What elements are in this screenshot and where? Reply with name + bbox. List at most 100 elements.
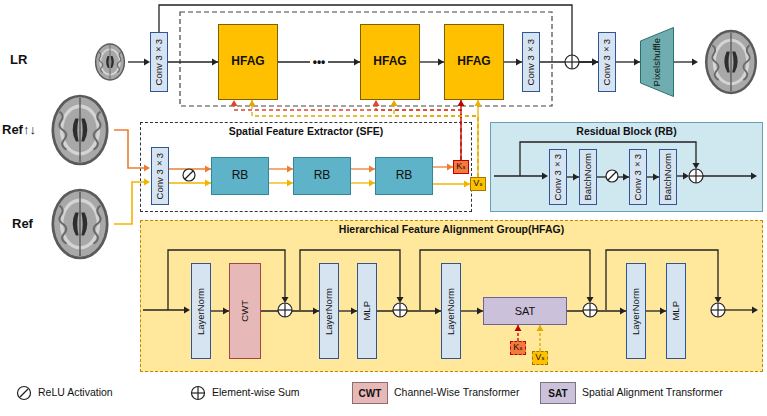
conv-block: Conv 3×3 xyxy=(522,32,540,92)
block-label: Conv 3×3 xyxy=(633,154,643,200)
swatch-label: SAT xyxy=(548,388,567,399)
block-label: BatchNorm xyxy=(663,153,673,201)
connector-line xyxy=(460,100,461,160)
block-label: Kₛ xyxy=(456,162,465,172)
block-label: Conv 3×3 xyxy=(154,39,164,85)
legend-swatch: SAT xyxy=(540,382,576,404)
connector-line xyxy=(234,100,461,160)
connector-line xyxy=(377,310,441,311)
hfag-panel: Hierarchical Feature Alignment Group(HFA… xyxy=(140,220,763,372)
arrowhead xyxy=(634,59,640,66)
block-label: HFAG xyxy=(373,55,406,68)
group-title: Hierarchical Feature Alignment Group(HFA… xyxy=(141,221,762,235)
residual-block: RB xyxy=(211,157,269,195)
legend-text: Channel-Wise Transformer xyxy=(394,387,519,399)
arrowhead xyxy=(351,308,357,315)
residual-block: RB xyxy=(293,157,351,195)
connector xyxy=(168,59,218,66)
sum-symbol xyxy=(393,303,407,317)
conv-block: Conv 3×3 xyxy=(150,32,168,92)
connector xyxy=(433,164,453,171)
edge-label: ••• xyxy=(310,56,329,68)
block-label: HFAG xyxy=(231,55,264,68)
connector xyxy=(433,181,470,188)
arrowhead xyxy=(592,59,598,66)
arrowhead xyxy=(223,308,229,315)
legend-text: Element-wise Sum xyxy=(212,387,300,399)
cwt-block: CWT xyxy=(229,263,261,359)
connector xyxy=(515,325,522,341)
wire-lines xyxy=(128,62,752,310)
arrowhead xyxy=(205,166,211,173)
wire-arrowhead xyxy=(144,165,150,172)
arrowhead xyxy=(391,100,398,106)
arrowhead xyxy=(475,100,482,106)
sr-brain-image xyxy=(705,30,757,94)
connector xyxy=(373,100,462,160)
ref-down-up-wire xyxy=(114,130,144,168)
arrowhead xyxy=(287,180,293,187)
hfag-block: HFAG xyxy=(360,24,420,100)
lr-brain-image xyxy=(95,43,125,80)
connector xyxy=(391,100,479,177)
ref-wire xyxy=(114,182,144,224)
block-label: Vₛ xyxy=(473,179,482,189)
connector xyxy=(567,174,579,181)
connector xyxy=(475,100,482,177)
block-label: RB xyxy=(396,169,413,182)
value-feature: Vₛ xyxy=(470,177,486,191)
legend-item: SATSpatial Alignment Transformer xyxy=(540,382,723,404)
input-label: Ref xyxy=(12,216,33,231)
connector xyxy=(616,59,640,66)
connector xyxy=(420,59,444,66)
legend-text: ReLU Activation xyxy=(38,387,113,399)
connector xyxy=(269,166,293,187)
arrowhead xyxy=(447,164,453,171)
pixelshuffle-block: Pixelshuffle xyxy=(640,27,674,97)
layernorm-block: LayerNorm xyxy=(319,263,339,359)
relu-symbol xyxy=(606,170,618,182)
connector xyxy=(504,59,522,66)
mlp-block: MLP xyxy=(357,263,377,359)
arrowhead xyxy=(249,100,256,106)
arrowhead xyxy=(373,100,380,106)
layernorm-block: LayerNorm xyxy=(191,263,211,359)
layernorm-block: LayerNorm xyxy=(441,263,461,359)
key-feature: Kₛ xyxy=(510,341,526,355)
conv-block: Conv 3×3 xyxy=(598,32,616,92)
block-label: Conv 3×3 xyxy=(155,153,165,199)
arrowhead xyxy=(313,308,319,315)
wire-arrowheads xyxy=(144,59,758,314)
connector-line xyxy=(169,182,211,183)
key-feature: Kₛ xyxy=(453,160,469,174)
arrowhead xyxy=(287,166,293,173)
sum-symbol xyxy=(689,169,703,183)
conv-block: Conv 3×3 xyxy=(549,149,567,205)
sum-symbol xyxy=(583,303,597,317)
connector xyxy=(231,100,462,160)
arrowhead xyxy=(537,325,544,331)
residual-block: RB xyxy=(375,157,433,195)
group-title: Spatial Feature Extractor (SFE) xyxy=(141,123,471,137)
batchnorm-block: BatchNorm xyxy=(659,149,677,205)
sfe-group: Spatial Feature Extractor (SFE) Conv 3×3 R… xyxy=(140,122,472,212)
legend-item: Element-wise Sum xyxy=(190,382,300,404)
arrowhead xyxy=(477,308,483,315)
input-label: LR xyxy=(10,52,27,67)
connector xyxy=(458,100,465,160)
block-label: RB xyxy=(232,169,249,182)
arrowhead xyxy=(369,180,375,187)
ref-brain-image xyxy=(51,189,108,260)
arrowhead xyxy=(435,308,441,315)
block-label: Conv 3×3 xyxy=(526,39,536,85)
arrowhead xyxy=(620,308,626,315)
block-label: BatchNorm xyxy=(583,153,593,201)
connector xyxy=(647,174,659,181)
connector xyxy=(211,308,229,315)
block-label: CWT xyxy=(240,300,250,322)
rb-panel: Residual Block (RB)Conv 3×3BatchNormConv… xyxy=(490,122,763,212)
arrowhead xyxy=(438,59,444,66)
backbone-frame xyxy=(180,12,552,106)
